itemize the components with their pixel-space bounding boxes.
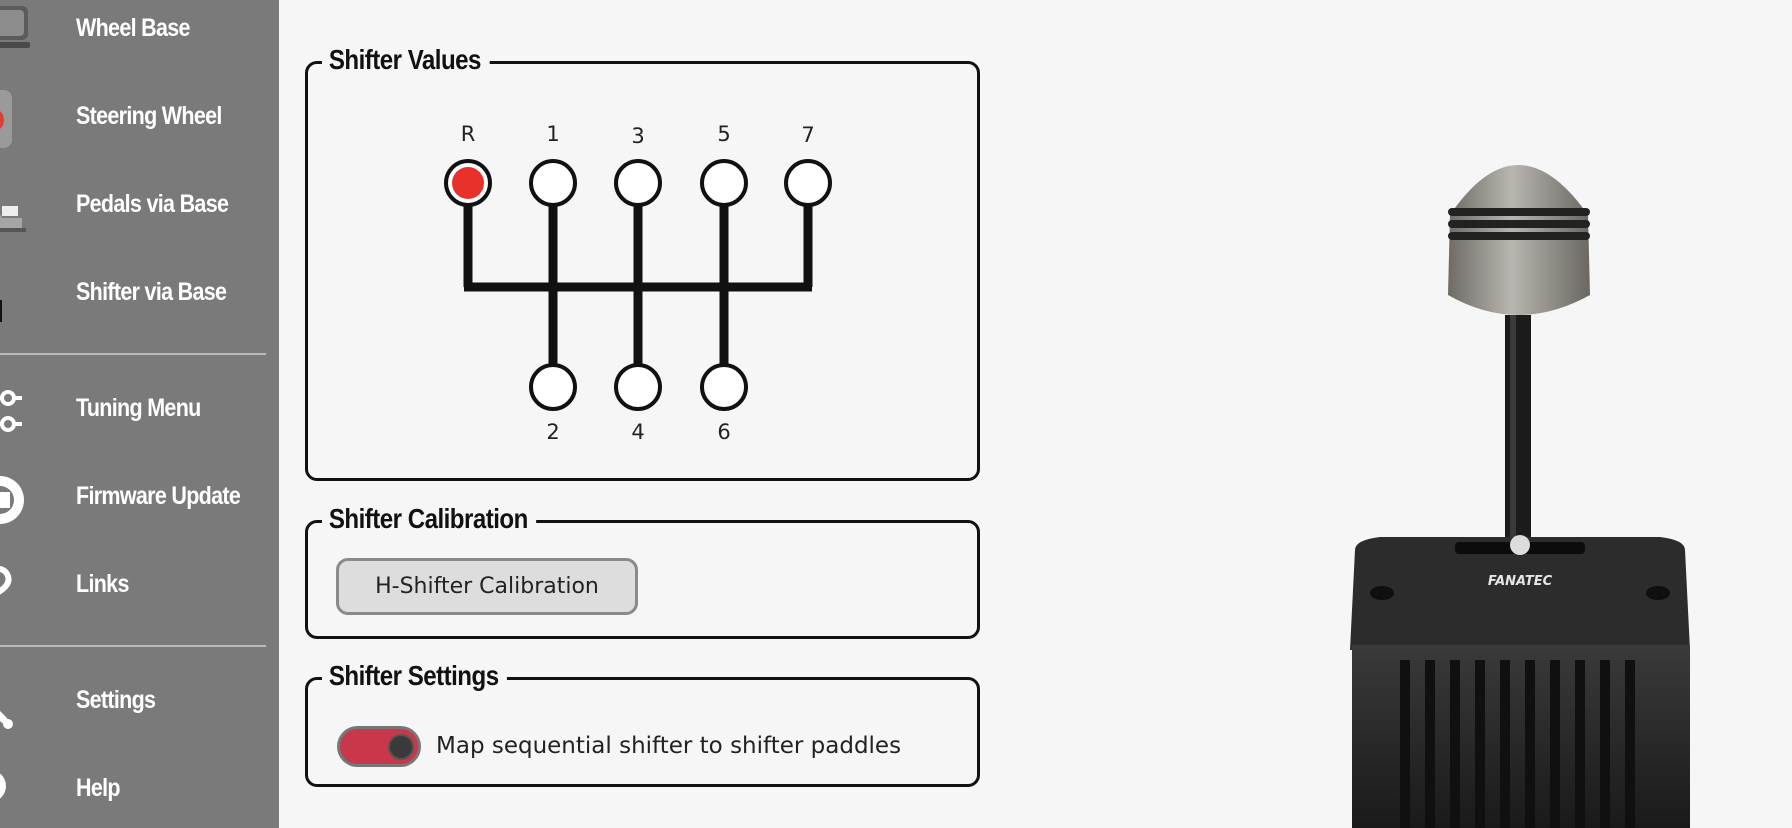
product-brand-label: FANATEC — [1488, 574, 1553, 589]
shifter-icon — [0, 300, 2, 322]
sidebar-item-label: Tuning Menu — [76, 394, 201, 422]
shifter-settings-title: Shifter Settings — [322, 654, 508, 698]
sidebar-divider — [0, 645, 266, 647]
shifter-calibration-title: Shifter Calibration — [322, 497, 537, 541]
gear-label-bottom: 2 — [546, 420, 559, 444]
map-sequential-toggle[interactable] — [337, 726, 421, 767]
gear-3-indicator — [614, 159, 662, 207]
gear-4-indicator — [614, 363, 662, 411]
gear-label-top: 7 — [801, 123, 814, 147]
shifter-product-image: FANATEC — [1350, 165, 1690, 828]
gear-5-indicator — [700, 159, 748, 207]
sidebar-item-label: Wheel Base — [76, 14, 191, 42]
sidebar-item-links[interactable]: Links — [0, 552, 279, 622]
sidebar-item-settings[interactable]: Settings — [0, 668, 279, 738]
sidebar-item-label: Pedals via Base — [76, 190, 229, 218]
wrench-icon — [0, 711, 13, 729]
sidebar-item-pedals[interactable]: Pedals via Base — [0, 172, 279, 242]
map-sequential-label: Map sequential shifter to shifter paddle… — [436, 733, 902, 759]
gear-label-top: 1 — [546, 122, 559, 146]
sidebar-item-label: Steering Wheel — [76, 102, 222, 130]
gear-label-top: 3 — [631, 124, 644, 148]
sidebar: Wheel Base Steering Wheel Pedals via Bas… — [0, 0, 279, 828]
sidebar-item-label: Settings — [76, 686, 156, 714]
h-shifter-calibration-button[interactable]: H-Shifter Calibration — [336, 558, 638, 615]
sidebar-divider — [0, 353, 266, 355]
help-icon — [0, 773, 6, 799]
sidebar-item-label: Help — [76, 774, 121, 802]
pedals-icon — [0, 206, 26, 232]
gear-6-indicator — [700, 363, 748, 411]
gear-2-indicator — [529, 363, 577, 411]
gear-R-active-dot — [452, 167, 484, 199]
gear-label-top: R — [461, 122, 476, 146]
gear-label-top: 5 — [717, 122, 730, 146]
shifter-values-panel: Shifter Values R 1 3 — [305, 38, 980, 481]
sidebar-item-label: Links — [76, 570, 129, 598]
wheel-base-icon — [0, 6, 30, 48]
shifter-settings-panel: Shifter Settings Map sequential shifter … — [305, 654, 980, 787]
sidebar-item-label: Firmware Update — [76, 482, 241, 510]
shifter-calibration-panel: Shifter Calibration H-Shifter Calibratio… — [305, 497, 980, 639]
sidebar-item-shifter[interactable]: Shifter via Base — [0, 260, 279, 330]
shifter-values-title: Shifter Values — [322, 38, 490, 82]
gear-label-bottom: 4 — [631, 420, 644, 444]
sidebar-item-tuning-menu[interactable]: Tuning Menu — [0, 376, 279, 446]
gear-pattern-diagram: R 1 3 5 7 2 4 6 — [444, 122, 832, 444]
sidebar-item-wheel-base[interactable]: Wheel Base — [0, 0, 279, 66]
gear-7-indicator — [784, 159, 832, 207]
link-icon — [0, 566, 12, 595]
gear-1-indicator — [529, 159, 577, 207]
tuning-sliders-icon — [0, 390, 22, 432]
sidebar-item-firmware-update[interactable]: Firmware Update — [0, 464, 279, 534]
sidebar-item-steering-wheel[interactable]: Steering Wheel — [0, 84, 279, 154]
sidebar-item-help[interactable]: Help — [0, 756, 279, 826]
toggle-knob — [388, 734, 414, 760]
gear-label-bottom: 6 — [717, 420, 730, 444]
sidebar-item-label: Shifter via Base — [76, 278, 227, 306]
firmware-chip-icon — [0, 476, 24, 524]
steering-wheel-icon — [0, 90, 12, 148]
